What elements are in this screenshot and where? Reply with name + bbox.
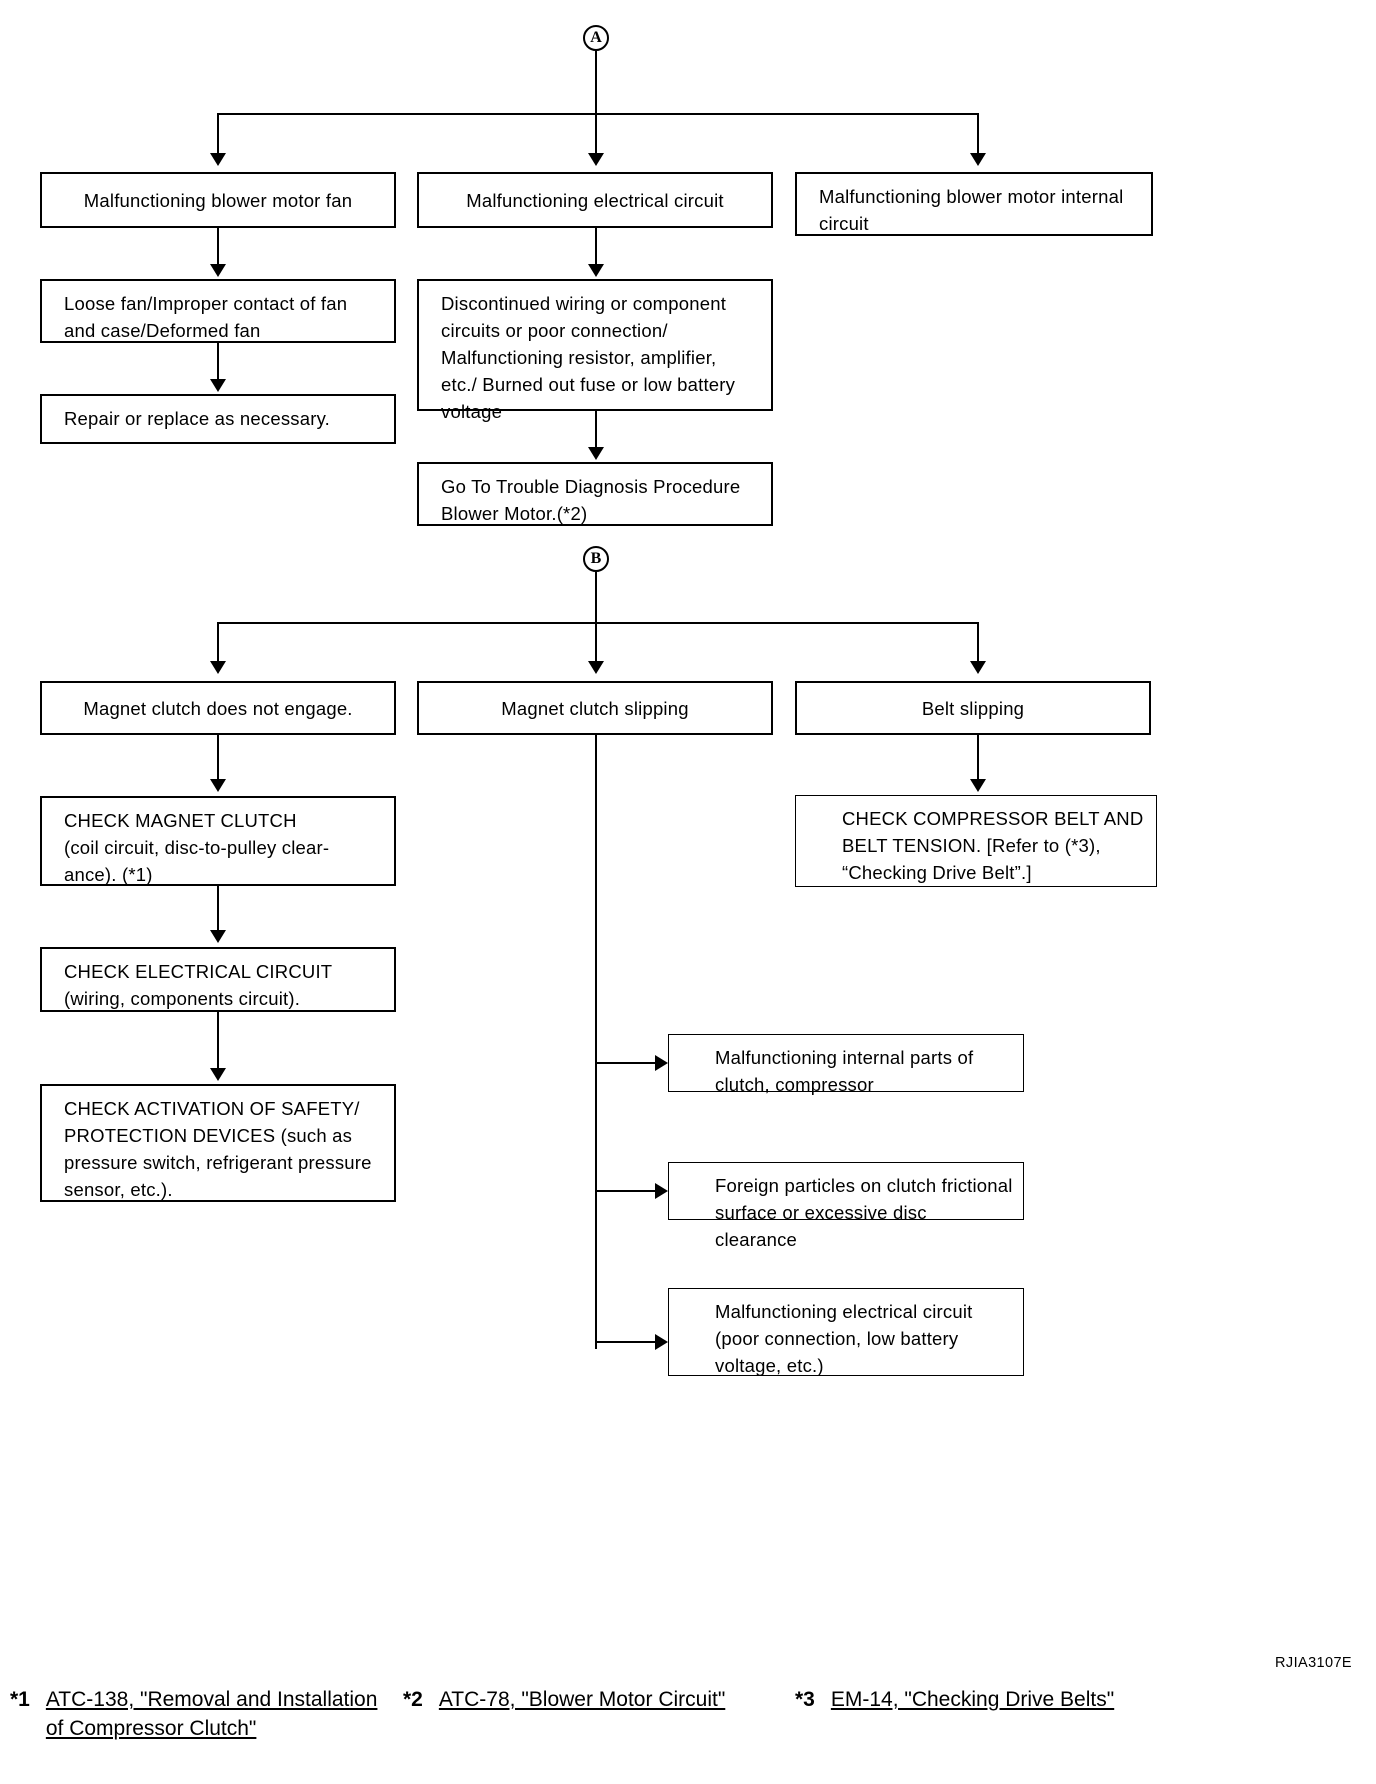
b-branch-line-2 [595,1190,657,1192]
connector-b-label: B [590,550,602,567]
section-b-arrow-middle [588,661,604,674]
section-a-drop-middle [595,113,597,155]
b-left-line-3 [217,1012,219,1070]
b-left-arrow-1 [210,779,226,792]
mid-chain-arrow-1 [588,264,604,277]
plate-code: RJIA3107E [1275,1655,1352,1671]
box-discontinued-wiring: Discontinued wiring or component circuit… [417,279,773,422]
left-chain-arrow-2 [210,379,226,392]
connector-a-circle: A [583,25,609,51]
left-chain-line-2 [217,343,219,381]
b-left-arrow-2 [210,930,226,943]
b-branch-arrow-1 [655,1055,668,1071]
box-check-magnet-clutch: CHECK MAGNET CLUTCH (coil circuit, disc-… [40,796,396,886]
footnote-3: *3 EM-14, "Checking Drive Belts" [795,1685,1114,1714]
box-magnet-clutch-slipping: Magnet clutch slipping [417,681,773,735]
box-malfunctioning-internal-parts: Malfunctioning internal parts of clutch,… [668,1034,1024,1095]
box-malfunctioning-electrical-circuit: Malfunctioning electrical circuit [417,172,773,228]
section-a-drop-left [217,113,219,155]
b-branch-line-3 [595,1341,657,1343]
section-a-bus [217,113,979,115]
box-malfunctioning-blower-motor-internal-circuit: Malfunctioning blower motor internal cir… [795,172,1153,236]
b-right-line-1 [977,735,979,781]
footnote-2: *2 ATC-78, "Blower Motor Circuit" [403,1685,725,1714]
b-left-arrow-3 [210,1068,226,1081]
connector-a-stem [595,51,597,114]
footnote-3-link[interactable]: EM-14, "Checking Drive Belts" [830,1688,1115,1711]
box-belt-slipping: Belt slipping [795,681,1151,735]
footnote-1: *1 ATC-138, "Removal and Installation of… [10,1685,377,1743]
mid-chain-arrow-2 [588,447,604,460]
left-chain-line-1 [217,228,219,266]
section-b-drop-left [217,622,219,664]
box-loose-fan-improper-contact: Loose fan/Improper contact of fan and ca… [40,279,396,343]
section-b-arrow-right [970,661,986,674]
box-go-to-trouble-diagnosis: Go To Trouble Diagnosis Procedure Blower… [417,462,773,526]
section-b-arrow-left [210,661,226,674]
connector-a-label: A [590,29,602,46]
b-left-line-2 [217,886,219,932]
section-b-bus [217,622,979,624]
footnote-1-mark: *1 [10,1688,30,1711]
b-right-arrow-1 [970,779,986,792]
section-b-drop-right [977,622,979,664]
box-malfunctioning-electrical-circuit-clutch: Malfunctioning electrical circuit (poor … [668,1288,1024,1376]
footnote-3-mark: *3 [795,1688,815,1711]
box-magnet-clutch-does-not-engage: Magnet clutch does not engage. [40,681,396,735]
b-left-line-1 [217,735,219,781]
box-check-compressor-belt: CHECK COMPRESSOR BELT AND BELT TENSION. … [795,795,1157,887]
b-middle-spine [595,735,597,1349]
section-a-arrow-left [210,153,226,166]
footnote-2-link[interactable]: ATC-78, "Blower Motor Circuit" [438,1688,726,1711]
connector-b-circle: B [583,546,609,572]
box-repair-or-replace: Repair or replace as necessary. [40,394,396,444]
footnote-1-link[interactable]: ATC-138, "Removal and Installation of Co… [45,1688,378,1740]
box-check-electrical-circuit: CHECK ELECTRICAL CIRCUIT (wiring, compon… [40,947,396,1012]
section-a-arrow-middle [588,153,604,166]
section-a-arrow-right [970,153,986,166]
b-branch-arrow-2 [655,1183,668,1199]
box-foreign-particles-on-clutch: Foreign particles on clutch frictional s… [668,1162,1024,1250]
connector-b-stem [595,572,597,634]
mid-chain-line-2 [595,411,597,449]
left-chain-arrow-1 [210,264,226,277]
b-branch-arrow-3 [655,1334,668,1350]
section-a-drop-right [977,113,979,155]
box-malfunctioning-blower-motor-fan: Malfunctioning blower motor fan [40,172,396,228]
b-branch-line-1 [595,1062,657,1064]
mid-chain-line-1 [595,228,597,266]
section-b-drop-middle [595,622,597,664]
footnote-2-mark: *2 [403,1688,423,1711]
box-check-activation-of-safety: CHECK ACTIVATION OF SAFETY/ PROTECTION D… [40,1084,396,1202]
